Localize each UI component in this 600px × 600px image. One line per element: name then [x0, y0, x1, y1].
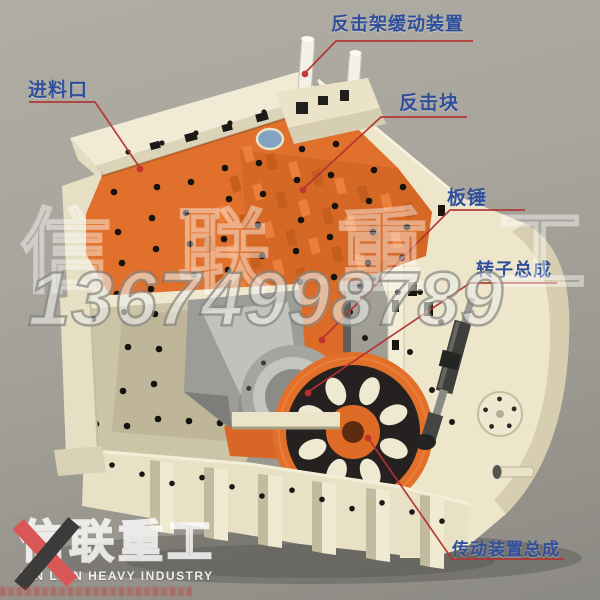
- shaft-flange: [477, 391, 523, 437]
- callout-rotor-label: 转子总成: [476, 260, 552, 280]
- callout-damper-label: 反击架缓动装置: [331, 14, 464, 34]
- footer-url-smudge: [0, 587, 192, 596]
- inspection-porthole: [255, 127, 285, 151]
- callout-impact-block-label: 反击块: [399, 93, 460, 114]
- breaker-beam: [232, 412, 340, 430]
- base-frame: [82, 448, 471, 569]
- hydraulic-cylinder: [414, 296, 476, 450]
- callout-feed-inlet-label: 进料口: [28, 80, 89, 101]
- suspension-rod: [343, 300, 351, 404]
- support-leg: [54, 293, 106, 476]
- callout-blow-bar-label: 板锤: [447, 188, 488, 209]
- damper-assembly: [276, 36, 386, 144]
- side-pipe: [492, 465, 535, 479]
- leader-lines: [29, 40, 564, 560]
- callout-drive-label: 传动装置总成: [452, 540, 560, 559]
